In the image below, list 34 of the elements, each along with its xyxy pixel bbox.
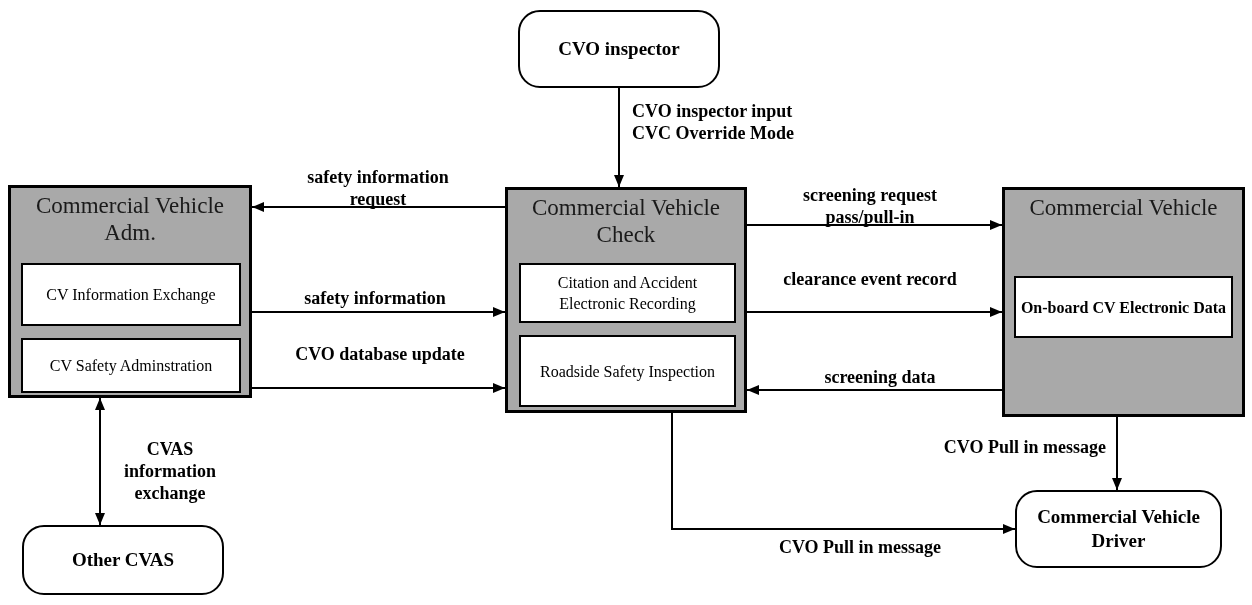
edge-label: CVO inspector input CVC Override Mode: [632, 100, 795, 144]
edge-label: clearance event record: [782, 268, 958, 290]
subsystem-title: Commercial Vehicle: [1028, 194, 1219, 221]
edge-label: CVAS information exchange: [123, 438, 217, 504]
edge-label: CVO database update: [294, 343, 466, 365]
function-box: CV Information Exchange: [21, 263, 241, 326]
subsystem-title: Commercial Vehicle Adm.: [35, 192, 225, 246]
terminator-box: Other CVAS: [22, 525, 224, 595]
terminator-box: CVO inspector: [518, 10, 720, 88]
function-box: CV Safety Adminstration: [21, 338, 241, 393]
terminator-box: Commercial Vehicle Driver: [1015, 490, 1222, 568]
arrow: [251, 202, 506, 212]
arrow: [251, 383, 506, 393]
edge-label: screening data: [823, 366, 937, 388]
edge-label: safety information request: [306, 166, 450, 210]
subsystem-box: [1002, 187, 1245, 417]
function-box: Roadside Safety Inspection: [519, 335, 736, 407]
arrow: [95, 397, 105, 526]
edge-label: safety information: [303, 287, 447, 309]
arrow: [251, 307, 506, 317]
subsystem-title: Commercial Vehicle Check: [531, 194, 721, 248]
arrow: [746, 307, 1003, 317]
edge-label: CVO Pull in message: [777, 536, 943, 558]
function-box: On-board CV Electronic Data: [1014, 276, 1233, 338]
subsystem-box: [505, 187, 747, 413]
arrow: [746, 385, 1003, 395]
arrow: [746, 220, 1003, 230]
edge-label: screening request pass/pull-in: [802, 184, 938, 228]
function-box: Citation and Accident Electronic Recording: [519, 263, 736, 323]
arrow: [671, 412, 1016, 534]
edge-label: CVO Pull in message: [942, 436, 1106, 458]
arrow: [1112, 416, 1122, 491]
arrow: [614, 87, 624, 188]
subsystem-box: [8, 185, 252, 398]
